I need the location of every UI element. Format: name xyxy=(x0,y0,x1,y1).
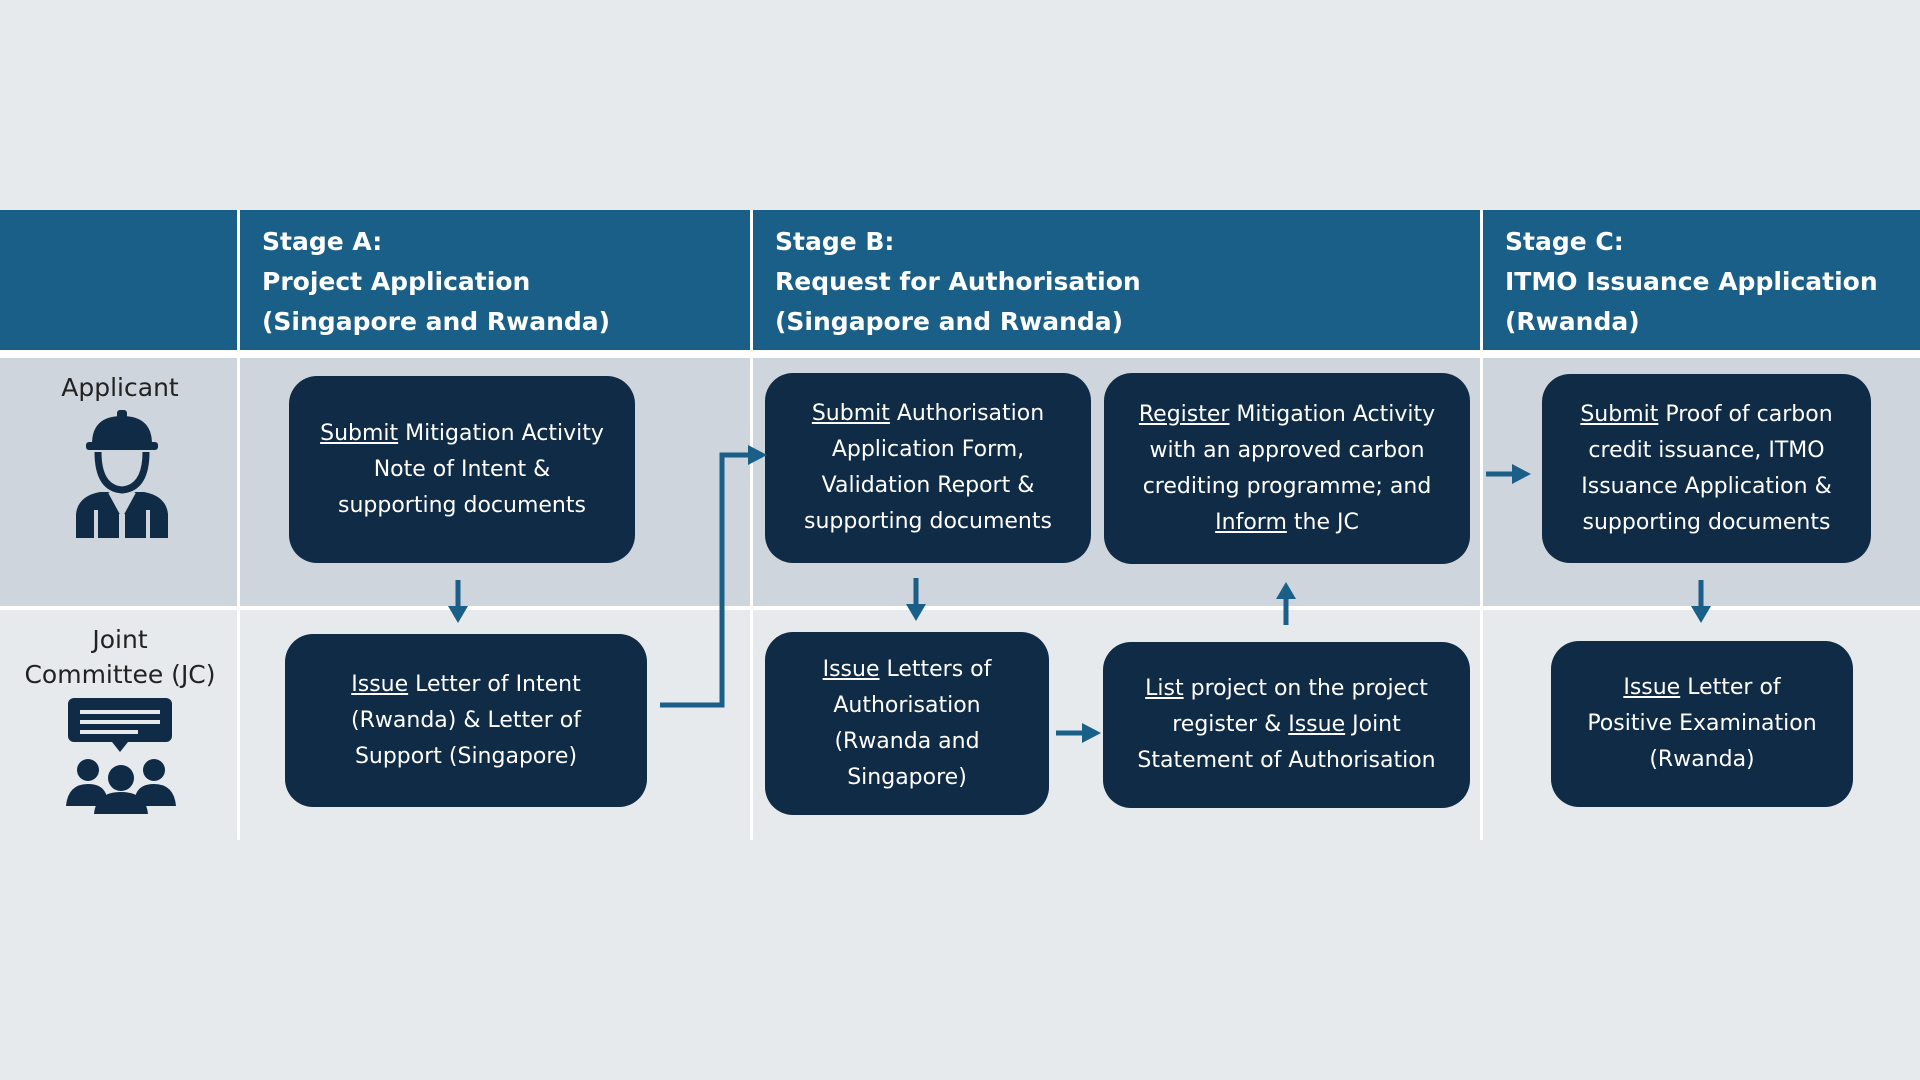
stage-c-title: Stage C: xyxy=(1505,227,1624,256)
step-b-jc-2-text: project on the project register & xyxy=(1172,676,1428,737)
step-b-applicant-1-text: Authorisation Application Form, Validati… xyxy=(804,401,1052,534)
stage-a-header: Stage A: Project Application (Singapore … xyxy=(240,210,750,350)
row-divider xyxy=(0,606,1920,610)
step-c-applicant-verb: Submit xyxy=(1580,401,1659,427)
stage-c-countries: (Rwanda) xyxy=(1505,307,1640,336)
step-b-applicant-2-text2: the JC xyxy=(1286,509,1359,535)
stage-b-header: Stage B: Request for Authorisation (Sing… xyxy=(753,210,1480,350)
worker-icon xyxy=(76,410,168,538)
step-b-jc-2-text2: Joint Statement of Authorisation xyxy=(1137,712,1436,773)
step-b-applicant-2-verb2: Inform xyxy=(1215,509,1287,535)
step-b-issue-letters-of-authorisation: Issue Letters of Authorisation (Rwanda a… xyxy=(765,632,1049,815)
jc-label-line2: Committee (JC) xyxy=(24,660,216,689)
stage-c-header: Stage C: ITMO Issuance Application (Rwan… xyxy=(1483,210,1920,350)
step-c-jc-text: Letter of Positive Examination (Rwanda) xyxy=(1587,675,1817,772)
column-divider-2 xyxy=(750,210,753,840)
arrow-a-down xyxy=(448,580,468,623)
step-b-submit-authorisation-form: Submit Authorisation Application Form, V… xyxy=(765,373,1091,563)
step-b-jc-2-verb: List xyxy=(1145,676,1184,701)
step-b-jc-1-verb: Issue xyxy=(822,656,880,682)
step-c-jc-verb: Issue xyxy=(1623,675,1681,700)
group-meeting-icon xyxy=(66,698,176,814)
step-b-register-mitigation-activity: Register Mitigation Activity with an app… xyxy=(1104,373,1470,564)
step-c-issue-letter-of-positive-examination: Issue Letter of Positive Examination (Rw… xyxy=(1551,641,1853,807)
step-b-applicant-2-text: Mitigation Activity with an approved car… xyxy=(1142,401,1436,499)
header-divider xyxy=(0,350,1920,358)
step-b-jc-1-text: Letters of Authorisation (Rwanda and Sin… xyxy=(833,656,992,790)
step-a-jc-verb: Issue xyxy=(351,671,409,697)
step-b-applicant-2-verb: Register xyxy=(1138,401,1230,427)
step-b-jc-2-verb2: Issue xyxy=(1288,712,1346,737)
arrow-b-down xyxy=(906,578,926,621)
stage-a-countries: (Singapore and Rwanda) xyxy=(262,307,611,336)
stage-b-title: Stage B: xyxy=(775,227,895,256)
column-divider-1 xyxy=(237,210,240,840)
arrow-b-right xyxy=(1056,723,1101,743)
step-a-applicant-verb: Submit xyxy=(320,420,399,446)
stage-a-name: Project Application xyxy=(262,267,531,296)
applicant-label: Applicant xyxy=(0,370,240,405)
step-b-list-project: List project on the project register & I… xyxy=(1103,642,1470,808)
arrow-a-to-b-elbow xyxy=(660,445,767,708)
stage-b-countries: (Singapore and Rwanda) xyxy=(775,307,1124,336)
column-divider-3 xyxy=(1480,210,1483,840)
arrow-b-to-c xyxy=(1486,464,1531,484)
step-b-applicant-1-verb: Submit xyxy=(811,401,890,426)
step-a-jc-text: Letter of Intent (Rwanda) & Letter of Su… xyxy=(351,671,581,769)
arrow-c-down xyxy=(1691,580,1711,623)
stage-b-name: Request for Authorisation xyxy=(775,267,1141,296)
step-a-issue-letters: Issue Letter of Intent (Rwanda) & Letter… xyxy=(285,634,647,807)
applicant-label-text: Applicant xyxy=(61,373,179,402)
stage-c-name: ITMO Issuance Application xyxy=(1505,267,1878,296)
step-a-submit-note-of-intent: Submit Mitigation Activity Note of Inten… xyxy=(289,376,635,563)
step-a-applicant-text: Mitigation Activity Note of Intent & sup… xyxy=(338,420,604,518)
header-empty-cell xyxy=(0,210,237,350)
jc-label: Joint Committee (JC) xyxy=(0,622,240,692)
step-c-submit-proof-of-issuance: Submit Proof of carbon credit issuance, … xyxy=(1542,374,1871,563)
stage-a-title: Stage A: xyxy=(262,227,383,256)
step-c-applicant-text: Proof of carbon credit issuance, ITMO Is… xyxy=(1581,401,1833,535)
jc-label-line1: Joint xyxy=(92,625,148,654)
arrow-b-up xyxy=(1276,582,1296,625)
